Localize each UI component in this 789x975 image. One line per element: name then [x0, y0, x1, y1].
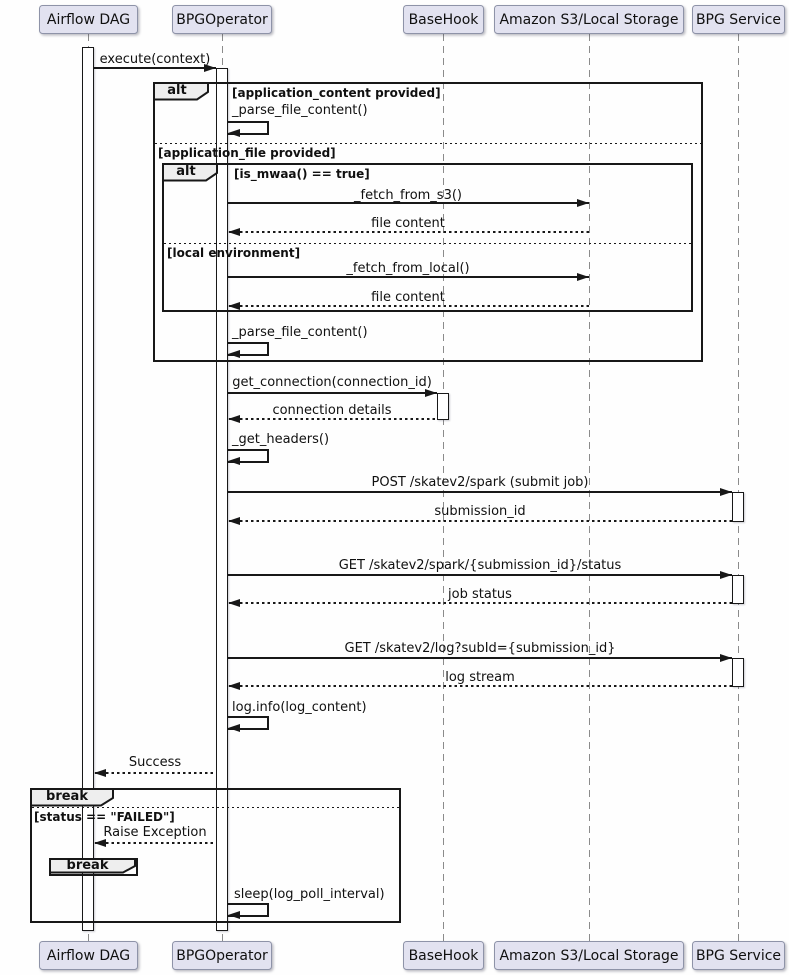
fragment-label-pentagon — [153, 82, 209, 101]
arrowhead-left-icon — [228, 724, 240, 732]
message-label: Raise Exception — [103, 825, 207, 840]
message-label: _fetch_from_local() — [346, 261, 470, 276]
fragment-operator: break — [66, 858, 109, 873]
fragment-else-divider — [155, 143, 701, 144]
fragment-label-pentagon — [30, 788, 114, 807]
participant-top-bpgoperator: BPGOperator — [172, 5, 272, 34]
lifeline-basehook — [443, 34, 444, 941]
arrowhead-left-icon — [228, 682, 240, 690]
arrowhead-right-icon — [720, 488, 732, 496]
fragment-operator: alt — [167, 83, 187, 98]
fragment-else-guard: [local environment] — [167, 246, 301, 260]
message-line — [228, 491, 732, 493]
participant-bottom-amazon-s3-local-storage: Amazon S3/Local Storage — [494, 941, 684, 970]
participant-top-bpg-service: BPG Service — [692, 5, 785, 34]
arrowhead-right-icon — [720, 571, 732, 579]
message-line — [229, 685, 732, 687]
arrowhead-right-icon — [577, 273, 589, 281]
message-line — [229, 602, 732, 604]
arrowhead-right-icon — [720, 654, 732, 662]
fragment-else-guard: [application_file provided] — [158, 146, 336, 160]
arrowhead-left-icon — [228, 415, 240, 423]
participant-bottom-bpg-service: BPG Service — [692, 941, 785, 970]
message-label: job status — [448, 587, 512, 602]
participant-top-amazon-s3-local-storage: Amazon S3/Local Storage — [494, 5, 684, 34]
fragment-label-pentagon — [49, 858, 136, 874]
arrowhead-left-icon — [228, 350, 240, 358]
participant-bottom-basehook: BaseHook — [403, 941, 484, 970]
activation-bpgoperator — [216, 68, 228, 931]
message-label: GET /skatev2/log?subId={submission_id} — [344, 641, 616, 656]
lifeline-amazon-s3-local-storage — [589, 34, 590, 941]
message-label: Success — [128, 755, 182, 770]
message-label: file content — [371, 290, 445, 305]
arrowhead-right-icon — [577, 199, 589, 207]
message-line — [95, 772, 216, 774]
message-label: file content — [371, 216, 445, 231]
fragment-alt-inner: alt [is_mwaa() == true] [local environme… — [162, 163, 693, 312]
activation-bpg-service-1 — [732, 492, 744, 522]
participant-bottom-bpgoperator: BPGOperator — [172, 941, 272, 970]
fragment-divider — [32, 807, 399, 808]
arrowhead-left-icon — [228, 599, 240, 607]
arrowhead-left-icon — [228, 911, 240, 919]
arrowhead-left-icon — [228, 129, 240, 137]
message-line — [95, 842, 216, 844]
self-message-loop — [228, 716, 269, 730]
participant-top-airflow-dag: Airflow DAG — [39, 5, 138, 34]
arrowhead-left-icon — [228, 302, 240, 310]
message-line — [229, 520, 732, 522]
fragment-guard: [is_mwaa() == true] — [234, 167, 370, 181]
participant-bottom-airflow-dag: Airflow DAG — [39, 941, 138, 970]
self-message-loop — [228, 449, 269, 463]
fragment-break-outer: break [status == "FAILED"] — [30, 788, 401, 923]
arrowhead-left-icon — [228, 517, 240, 525]
activation-bpg-service-2 — [732, 575, 744, 604]
message-label: GET /skatev2/spark/{submission_id}/statu… — [338, 558, 622, 573]
message-label: _fetch_from_s3() — [354, 188, 462, 203]
fragment-guard: [status == "FAILED"] — [34, 810, 175, 824]
message-label: execute(context) — [99, 52, 211, 67]
message-label: get_connection(connection_id) — [232, 375, 432, 390]
message-label: log stream — [445, 670, 515, 685]
message-line — [228, 574, 732, 576]
arrowhead-left-icon — [94, 769, 106, 777]
message-line — [228, 657, 732, 659]
fragment-guard: [application_content provided] — [232, 86, 441, 100]
arrowhead-right-icon — [425, 389, 437, 397]
arrowhead-left-icon — [94, 839, 106, 847]
message-label: _get_headers() — [232, 432, 330, 447]
fragment-operator: alt — [176, 164, 196, 179]
arrowhead-right-icon — [204, 64, 216, 72]
fragment-label-pentagon — [162, 163, 218, 182]
message-label: _parse_file_content() — [232, 325, 368, 340]
message-line — [94, 67, 216, 69]
message-line — [229, 231, 589, 233]
participant-top-basehook: BaseHook — [403, 5, 484, 34]
arrowhead-left-icon — [228, 457, 240, 465]
message-line — [228, 202, 589, 204]
self-message-loop — [228, 121, 269, 135]
fragment-alt-outer: alt [application_content provided] [appl… — [153, 82, 703, 362]
message-line — [229, 418, 437, 420]
fragment-break-inner: break — [49, 858, 138, 876]
message-label: sleep(log_poll_interval) — [234, 887, 385, 902]
arrowhead-left-icon — [228, 228, 240, 236]
fragment-else-divider — [164, 243, 691, 244]
lifeline-bpg-service — [738, 34, 739, 941]
message-label: submission_id — [434, 504, 526, 519]
activation-bpg-service-3 — [732, 658, 744, 687]
message-label: log.info(log_content) — [232, 700, 367, 715]
activation-basehook — [437, 393, 449, 420]
activation-airflow-dag — [82, 47, 94, 931]
message-label: _parse_file_content() — [232, 103, 368, 118]
self-message-loop — [228, 903, 269, 917]
self-message-loop — [228, 342, 269, 356]
fragment-operator: break — [46, 789, 88, 804]
message-line — [228, 392, 437, 394]
message-label: POST /skatev2/spark (submit job) — [371, 475, 589, 490]
message-line — [228, 276, 589, 278]
message-label: connection details — [272, 403, 392, 418]
message-line — [229, 305, 589, 307]
